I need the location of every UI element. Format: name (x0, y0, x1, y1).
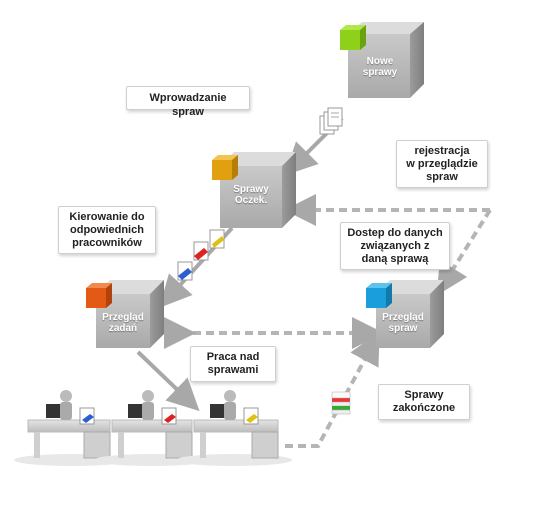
cube-przeglad-spraw (366, 280, 444, 348)
callout-text: związanych z (360, 240, 430, 252)
callout-text: zakończone (392, 402, 456, 414)
workstation-1 (14, 390, 130, 466)
person-icon (60, 390, 72, 402)
cube-label-oczek: Sprawy Oczek. (222, 184, 280, 206)
arrow-zadan-to-workers (136, 350, 200, 412)
callout-text: odpowiednich (70, 224, 144, 236)
document-stack-icon (319, 107, 343, 135)
dashed-arrow-rejestracja-to-sprawy (436, 208, 492, 296)
cube-label-line: spraw (388, 323, 418, 334)
cube-label-line: Przegląd (102, 312, 144, 323)
callout-text: spraw (426, 171, 458, 183)
cube-label-sprawy: Przegląd spraw (376, 312, 430, 334)
callout-kierowanie: Kierowanie do odpowiednich pracowników (58, 206, 156, 254)
workstation-3 (176, 390, 292, 466)
callout-text: sprawami (207, 364, 259, 376)
callout-praca: Praca nad sprawami (190, 346, 276, 382)
assignment-documents-icon (177, 229, 225, 281)
cube-label-line: sprawy (362, 67, 398, 78)
sprawy-accent-square (366, 288, 386, 308)
cube-label-line: Oczek. (234, 195, 268, 206)
callout-text: Kierowanie do (69, 211, 145, 223)
callout-text: Wprowadzanie spraw (149, 92, 227, 118)
callout-text: Sprawy (404, 389, 444, 401)
closed-cases-stack-icon (331, 391, 351, 415)
callout-text: pracowników (72, 237, 142, 249)
cube-sprawy-oczek (212, 152, 296, 228)
callout-text: rejestracja (414, 145, 470, 157)
cube-label-line: zadań (108, 323, 138, 334)
dashed-arrow-workers-to-sprawy (285, 331, 380, 448)
callout-rejestracja: rejestracja w przeglądzie spraw (396, 140, 488, 188)
callout-text: daną sprawą (361, 253, 429, 265)
cube-label-nowe: Nowe sprawy (352, 56, 408, 78)
cube-label-zadan: Przegląd zadań (96, 312, 150, 334)
callout-zakonczone: Sprawy zakończone (378, 384, 470, 420)
person-icon (224, 390, 236, 402)
cube-label-line: Nowe (366, 56, 394, 67)
zadan-accent-square (86, 288, 106, 308)
workstation-2 (94, 390, 210, 466)
cube-nowe-sprawy (340, 22, 424, 98)
oczek-accent-square (212, 160, 232, 180)
cube-label-line: Przegląd (382, 312, 424, 323)
callout-dostep: Dostep do danych związanych z daną spraw… (340, 222, 450, 270)
nowe-accent-square (340, 30, 360, 50)
cube-label-line: Sprawy (233, 184, 269, 195)
callout-text: Dostep do danych (347, 227, 443, 239)
callout-text: Praca nad (206, 351, 260, 363)
callout-wprowadzanie: Wprowadzanie spraw (126, 86, 250, 118)
cube-przeglad-zadan (86, 280, 164, 348)
callout-text: w przeglądzie (406, 158, 478, 170)
person-icon (142, 390, 154, 402)
